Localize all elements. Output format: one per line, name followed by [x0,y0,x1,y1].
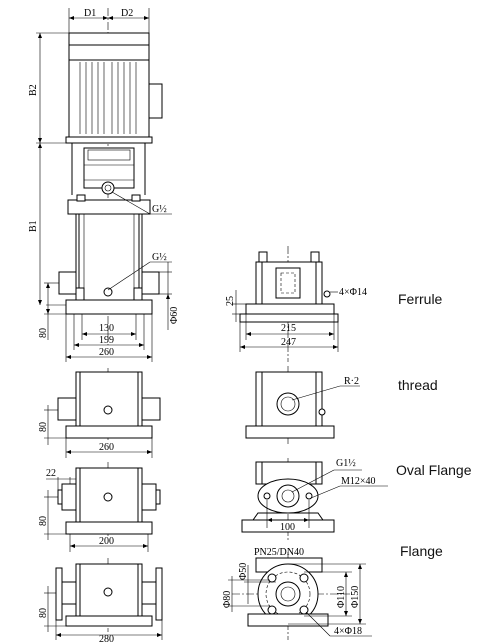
dim-phi150: Φ150 [350,586,361,608]
oval-flange-side-view: 22 80 200 [38,462,161,552]
dim-130: 130 [99,323,114,334]
terminal-box [148,83,163,119]
oval-flange-front-view: G1½ M12×40 100 Oval Flange [241,458,472,540]
dim-100: 100 [280,522,295,533]
dim-247: 247 [281,337,296,348]
dim-200: 200 [99,536,114,547]
flange-side-view: 80 280 [38,558,163,643]
dim-199: 199 [99,335,114,346]
dim-4x18: 4×Φ18 [334,626,362,637]
dim-phi60: Φ60 [169,307,180,324]
dim-80-d: 80 [38,608,49,618]
pump-elevation-view: D1 D2 B2 B1 G½ G½ Φ60 80 [28,8,180,362]
dim-m12x40: M12×40 [341,476,376,487]
dim-215: 215 [281,323,296,334]
dim-80-b: 80 [38,422,49,432]
dim-280: 280 [99,634,114,643]
dim-phi50: Φ50 [238,563,249,580]
dim-pn-dn: PN25/DN40 [254,547,304,558]
dim-d2: D2 [121,8,133,19]
dim-80-a: 80 [38,328,49,338]
dim-25: 25 [225,296,236,306]
dim-phi110: Φ110 [336,586,347,608]
dim-80-c: 80 [38,516,49,526]
dim-r2: R·2 [344,376,359,387]
thread-front-view: R·2 thread [245,366,438,446]
label-thread: thread [398,377,438,393]
dim-g1half: G1½ [336,458,356,469]
dim-b1: B1 [28,220,39,232]
ferrule-connection-view: 4×Φ14 25 215 247 Ferrule [225,246,443,362]
label-flange: Flange [400,543,443,559]
motor-cooling-fins [69,59,149,134]
label-ferrule: Ferrule [398,291,443,307]
dim-g-half-mid: G½ [152,252,167,263]
dim-d1: D1 [84,8,96,19]
dim-260-b: 260 [99,442,114,453]
dim-4x14: 4×Φ14 [339,287,367,298]
dim-260-a: 260 [99,347,114,358]
flange-front-view: PN25/DN40 Φ50 Φ80 Φ110 Φ150 4×Φ18 Flange [222,543,443,640]
label-oval-flange: Oval Flange [396,462,472,478]
dim-b2: B2 [28,84,39,96]
dim-phi80: Φ80 [222,591,233,608]
thread-side-view: 80 260 [38,368,161,458]
dim-22: 22 [46,468,56,479]
dim-g-half-top: G½ [152,204,167,215]
